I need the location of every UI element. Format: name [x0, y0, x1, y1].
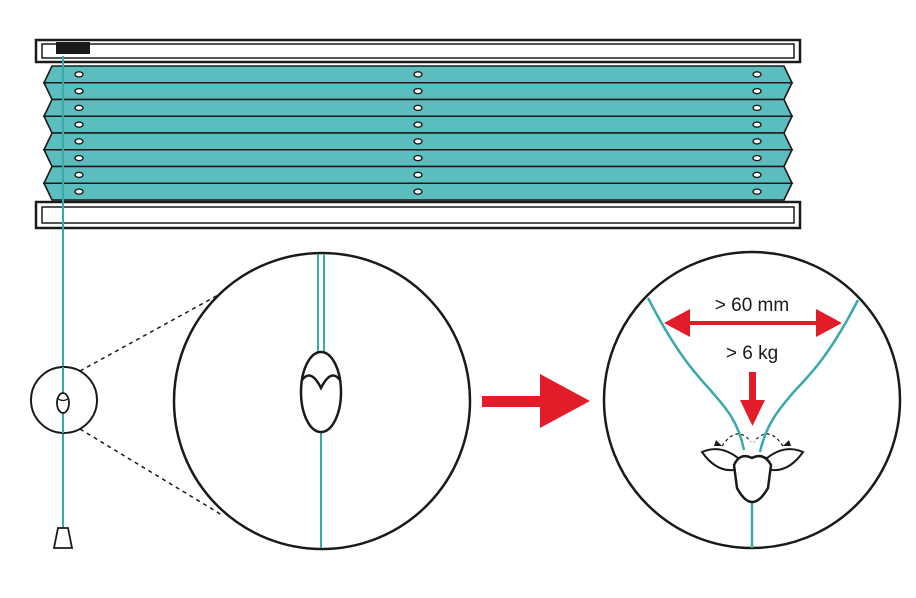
small-detail-circle: [30, 366, 98, 434]
pleated-blind: [34, 38, 802, 230]
cord-eyelet: [413, 138, 423, 145]
cord-eyelet: [413, 171, 423, 179]
cord-eyelet: [413, 121, 423, 128]
connector-detail-circle: [172, 251, 472, 551]
cord-eyelet: [752, 121, 762, 128]
top-rail: [34, 38, 802, 64]
cord-eyelet: [752, 87, 762, 95]
cord-eyelet: [74, 121, 84, 128]
cord-eyelet: [752, 171, 762, 179]
weight-label: > 6 kg: [726, 343, 778, 364]
cord-eyelet: [74, 154, 84, 162]
force-arrow: [740, 372, 765, 426]
pleated-fabric: [42, 65, 794, 201]
cord-eyelet: [752, 154, 762, 162]
cord-eyelet: [413, 104, 423, 112]
cord-eyelet: [74, 171, 84, 179]
cord-right-branch: [758, 299, 860, 453]
arrow-right-icon: [482, 374, 590, 428]
cord-eyelet: [752, 71, 762, 78]
cord-eyelet: [413, 154, 423, 162]
breakaway-connector-icon: [56, 392, 70, 414]
cord-left-branch: [646, 297, 746, 451]
released-detail-circle: > 60 mm > 6 kg: [602, 250, 902, 550]
zoom-lines: [79, 293, 223, 516]
cord-eyelet: [74, 138, 84, 145]
cord-eyelet: [752, 188, 762, 195]
cord-eyelet: [413, 71, 423, 78]
bottom-rail: [34, 200, 802, 230]
cord-eyelet: [74, 71, 84, 78]
cord-lock-box: [56, 42, 90, 54]
cord-eyelet: [752, 138, 762, 145]
tassel-icon: [52, 527, 74, 549]
width-arrow: [664, 309, 842, 337]
cord-eyelet: [74, 87, 84, 95]
cord-eyelet: [752, 104, 762, 112]
cord-eyelet: [413, 188, 423, 195]
width-label: > 60 mm: [715, 295, 789, 316]
breakaway-connector-icon: [700, 433, 805, 504]
cord-eyelet: [74, 104, 84, 112]
breakaway-connector-icon: [299, 350, 343, 434]
cord-eyelet: [74, 188, 84, 195]
cord-eyelet: [413, 87, 423, 95]
